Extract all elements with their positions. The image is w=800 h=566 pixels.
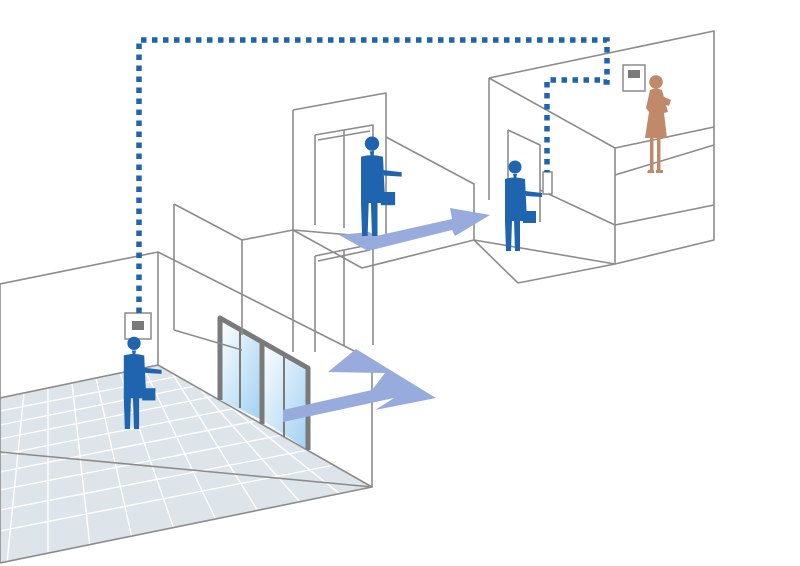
flow-arrows — [283, 208, 490, 422]
signal-line-reception-to-door — [544, 77, 600, 172]
lobby — [0, 251, 373, 564]
automatic-glass-door — [217, 315, 311, 450]
visitor-at-office-door-icon — [505, 160, 542, 251]
intercom-signal-lines — [136, 37, 610, 313]
receptionist-icon — [645, 75, 671, 173]
reception-intercom-display — [628, 70, 640, 78]
lobby-floor — [0, 365, 372, 563]
flow-arrow-elevator-to-office — [339, 208, 490, 251]
lobby-floor-tiles — [0, 367, 361, 564]
visitor-in-elevator-icon — [361, 136, 402, 236]
office-floor — [473, 30, 715, 284]
office-door-card-reader — [542, 171, 553, 195]
flow-arrow-entry-to-elevator — [283, 349, 436, 422]
signal-line-lobby-to-reception — [136, 37, 610, 313]
lobby-intercom-button — [132, 321, 144, 330]
